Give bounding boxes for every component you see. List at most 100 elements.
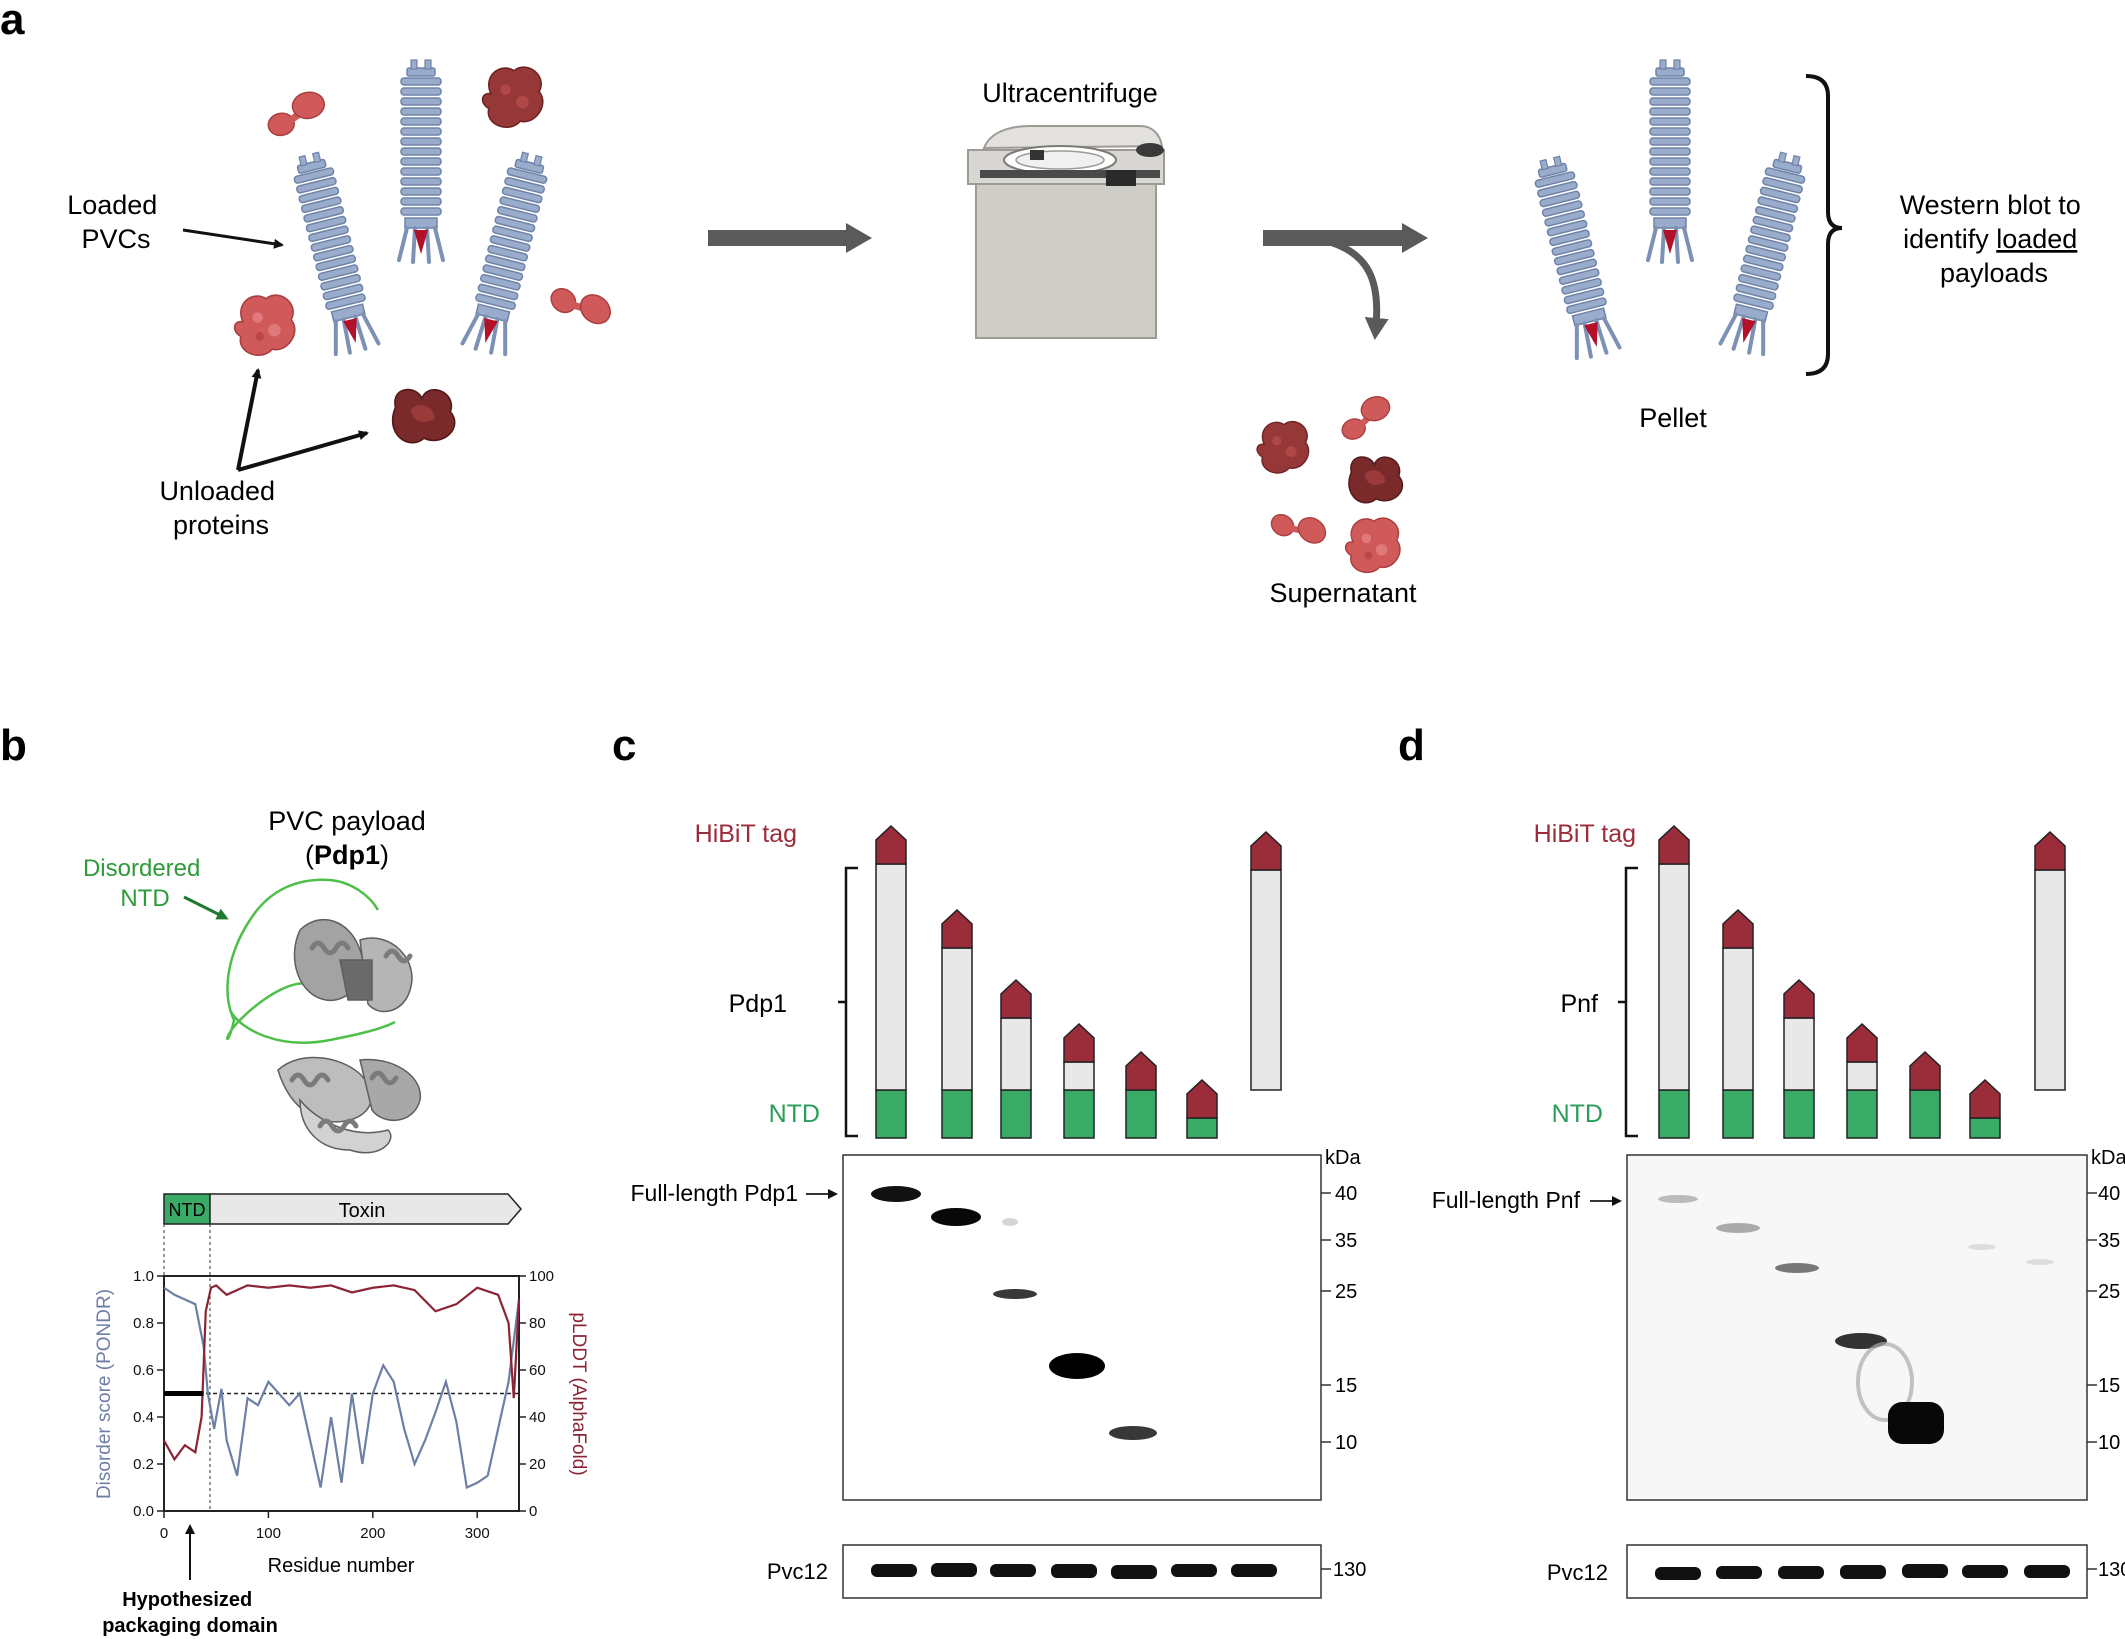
- construct-ntd: [1846, 1089, 1878, 1139]
- panel-c-hibit-label: HiBiT tag: [695, 820, 797, 848]
- panel-c-bracket: [838, 866, 858, 1138]
- construct-hibit-tag: [1063, 1022, 1095, 1063]
- payload-title-open: (: [305, 840, 314, 870]
- marker-35: 35: [2098, 1230, 2120, 1252]
- construct-hibit-tag: [1783, 978, 1815, 1019]
- panel-c-full-length-label: Full-length Pdp1: [631, 1180, 799, 1206]
- marker-35: 35: [1335, 1230, 1357, 1252]
- band: [1109, 1426, 1157, 1440]
- payload-title-close: ): [380, 840, 389, 870]
- payload-title-bold: Pdp1: [314, 840, 380, 870]
- hypothesized-line-1: Hypothesized: [122, 1589, 252, 1611]
- panel-c-protein-label: Pdp1: [729, 990, 787, 1018]
- marker-40: 40: [1335, 1183, 1357, 1205]
- ultracentrifuge-label: Ultracentrifuge: [982, 78, 1158, 108]
- disordered-ntd-arrow: [183, 895, 229, 920]
- marker-25: 25: [1335, 1281, 1357, 1303]
- panel-b: b PVC payload (Pdp1) Disordered NTD: [0, 721, 589, 1637]
- marker-10: 10: [2098, 1432, 2120, 1454]
- construct-hibit-tag: [1909, 1050, 1941, 1091]
- construct-body: [1250, 869, 1282, 1091]
- right-tick-label: 100: [529, 1268, 554, 1285]
- pellet-label: Pellet: [1639, 403, 1707, 433]
- unloaded-proteins-label: Unloaded proteins: [159, 476, 282, 540]
- domain-ntd-box: [163, 1193, 211, 1225]
- panel-d-label: d: [1398, 721, 1425, 770]
- right-tick-label: 0: [529, 1503, 537, 1520]
- panel-a: a Loaded PVCs Unloaded proteins Ultracen…: [0, 0, 2089, 608]
- western-blot-identify: identify: [1903, 224, 1996, 254]
- panel-b-label: b: [0, 721, 27, 770]
- construct-body: [1063, 1061, 1095, 1091]
- panel-d-loading-bands: [1655, 1564, 2070, 1580]
- pvc-icons-pellet: [1526, 58, 1814, 363]
- payload-title-line-1: PVC payload: [268, 806, 426, 836]
- panel-c-loading-bands: [871, 1563, 1277, 1579]
- x-tick-label: 200: [360, 1525, 385, 1542]
- left-tick-label: 0.0: [133, 1503, 154, 1520]
- construct-ntd: [1783, 1089, 1815, 1139]
- band: [871, 1186, 921, 1202]
- left-axis-label: Disorder score (PONDR): [94, 1289, 115, 1499]
- left-tick-label: 1.0: [133, 1268, 154, 1285]
- unloaded-proteins-line-2: proteins: [173, 510, 269, 540]
- panel-d-bracket: [1618, 866, 1638, 1138]
- construct-ntd: [1000, 1089, 1032, 1139]
- panel-c-blot-bands: [871, 1186, 1157, 1440]
- western-blot-line-2: identify loaded: [1903, 224, 2077, 254]
- marker-15: 15: [2098, 1375, 2120, 1397]
- x-tick-label: 0: [160, 1525, 168, 1542]
- hypothesized-label: Hypothesized packaging domain: [102, 1589, 278, 1637]
- western-blot-line-3: payloads: [1940, 258, 2048, 288]
- loaded-pvcs-line-1: Loaded: [67, 190, 157, 220]
- domain-toxin-label: Toxin: [339, 1200, 386, 1222]
- panel-d: d HiBiT tag Pnf NTD kDa 40 35 25 15: [1398, 721, 2125, 1599]
- western-blot-loaded: loaded: [1996, 224, 2077, 254]
- construct-body: [2034, 869, 2066, 1091]
- construct-body: [1722, 947, 1754, 1091]
- construct: [1846, 1022, 1878, 1139]
- construct: [941, 908, 973, 1139]
- smear: [1002, 1218, 1018, 1226]
- unloaded-proteins-line-1: Unloaded: [159, 476, 275, 506]
- western-blot-text: Western blot to identify loaded payloads: [1900, 190, 2089, 288]
- left-tick-label: 0.4: [133, 1409, 154, 1426]
- supernatant-arrow: [1328, 238, 1389, 340]
- x-tick-label: 100: [256, 1525, 281, 1542]
- loaded-pvcs-line-2: PVCs: [81, 224, 150, 254]
- x-tick-label: 300: [465, 1525, 490, 1542]
- panel-d-full-length-label: Full-length Pnf: [1432, 1187, 1581, 1213]
- construct-hibit-tag: [1846, 1022, 1878, 1063]
- panel-d-protein-label: Pnf: [1560, 990, 1598, 1018]
- marker-25: 25: [2098, 1281, 2120, 1303]
- pondr-series-line: [163, 1286, 521, 1490]
- construct-ntd: [1063, 1089, 1095, 1139]
- panel-c-constructs: [875, 824, 1282, 1139]
- pellet-bracket: [1805, 74, 1843, 376]
- right-tick-label: 20: [529, 1456, 546, 1473]
- construct-ntd: [1658, 1089, 1690, 1139]
- disordered-ntd-label: Disordered NTD: [83, 855, 207, 912]
- marker-10: 10: [1335, 1432, 1357, 1454]
- construct-ntd: [941, 1089, 973, 1139]
- construct: [1909, 1050, 1941, 1139]
- band: [931, 1208, 981, 1226]
- construct-control: [2034, 830, 2066, 1091]
- construct-hibit-tag: [1250, 830, 1282, 871]
- construct: [1658, 824, 1690, 1139]
- construct-body: [941, 947, 973, 1091]
- panel-d-kda: kDa: [2091, 1147, 2125, 1169]
- panel-d-loading-label: Pvc12: [1547, 1560, 1608, 1585]
- ultracentrifuge-icon: [967, 125, 1165, 339]
- construct: [1186, 1078, 1218, 1139]
- construct-body: [1846, 1061, 1878, 1091]
- construct-control: [1250, 830, 1282, 1091]
- payload-title-line-2: (Pdp1): [305, 840, 389, 870]
- construct: [1969, 1078, 2001, 1139]
- panel-c-loading-marker: 130: [1333, 1559, 1366, 1581]
- construct-hibit-tag: [1186, 1078, 1218, 1119]
- construct-body: [1783, 1017, 1815, 1091]
